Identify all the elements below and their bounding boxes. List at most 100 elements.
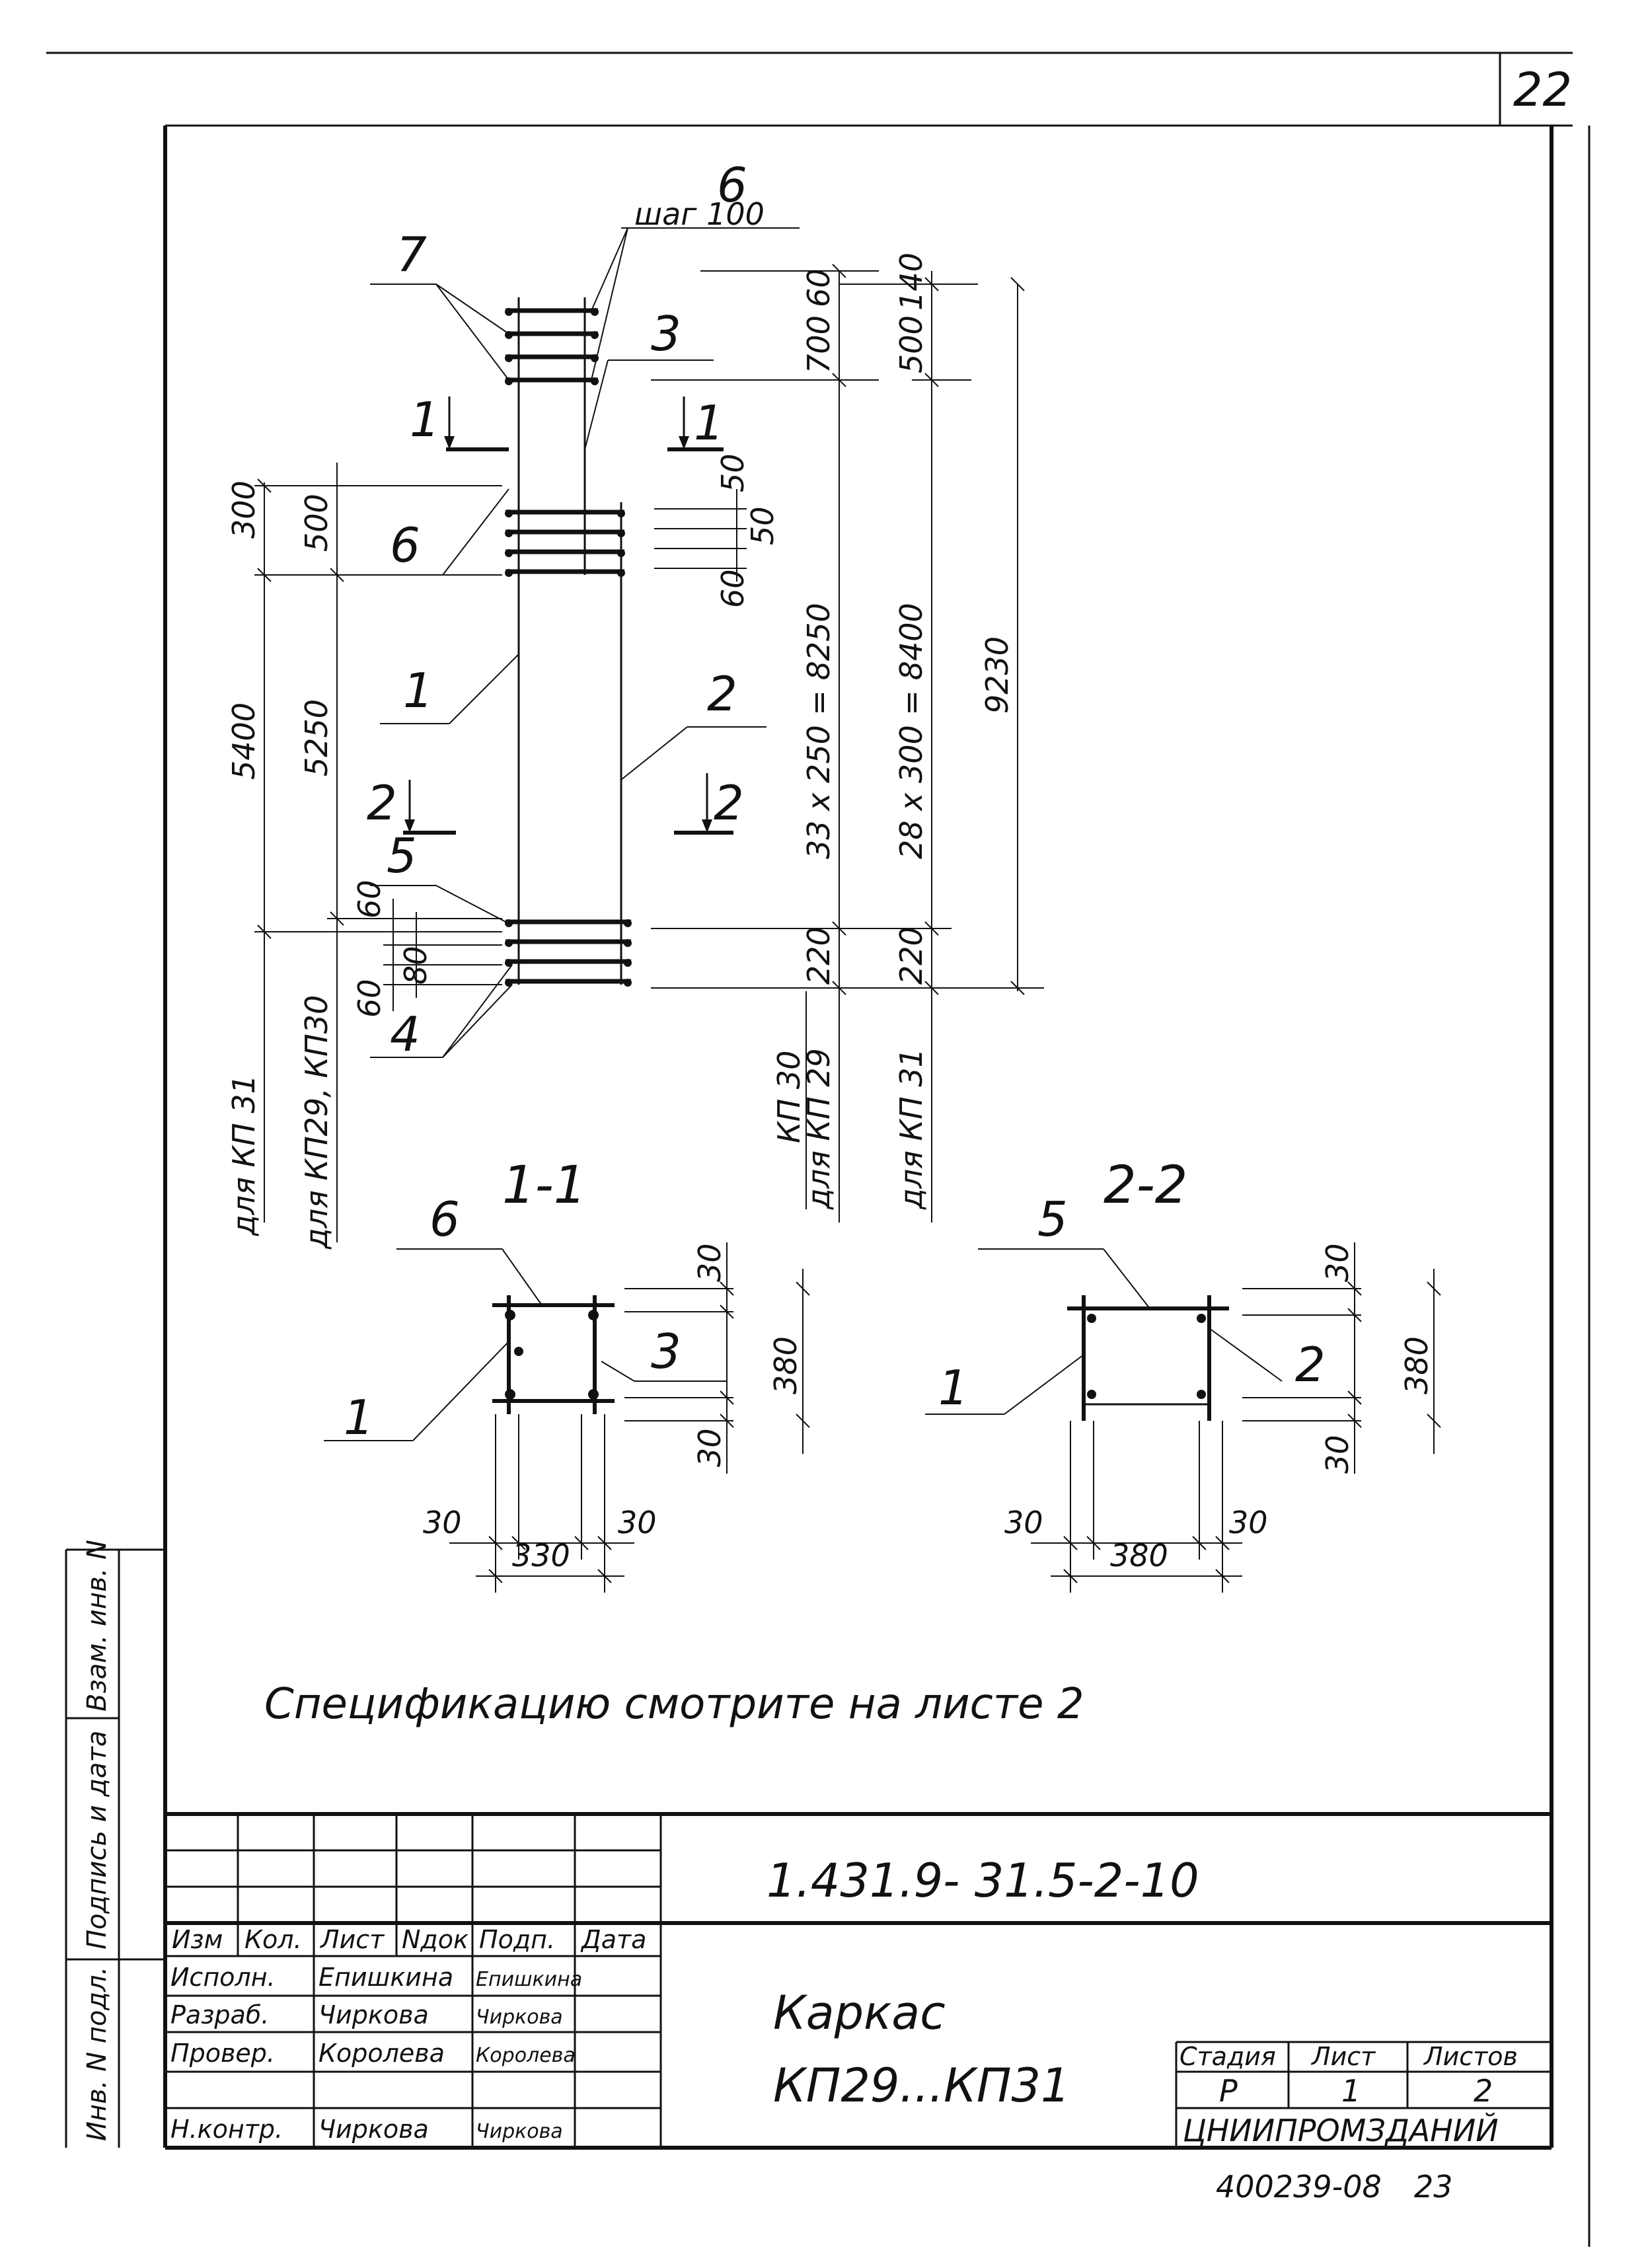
col-header-list: Лист	[319, 1925, 385, 1954]
section-1-1-d30-bot: 30	[692, 1428, 728, 1467]
callout-6-mid: 6	[390, 517, 420, 573]
sheet-number: 22	[1513, 63, 1572, 117]
section-2-2-d30-left: 30	[1004, 1505, 1043, 1540]
frame-elevation	[505, 297, 632, 987]
organization: ЦНИИПРОМЗДАНИЙ	[1183, 2113, 1499, 2148]
stage-value: Р	[1219, 2073, 1238, 2109]
dim-140: 140	[893, 252, 929, 311]
dim-60-c: 60	[715, 569, 751, 608]
title-line-2: КП29...КП31	[773, 2059, 1070, 2113]
section-2-2-pos1: 1	[938, 1360, 969, 1416]
section-2-2-d30-top: 30	[1320, 1243, 1355, 1282]
left-dimensions: 300 500 5400 5250 60 80 60 для КП 31 для…	[226, 463, 502, 1250]
section-1-1-pos6: 6	[430, 1191, 460, 1247]
section-2-2-d380h: 380	[1110, 1538, 1168, 1573]
section-1-left-mark: 1	[410, 392, 440, 447]
section-1-1-pos3: 3	[651, 1324, 681, 1379]
row-role-2: Провер.	[170, 2039, 275, 2068]
row-role-3: Н.контр.	[170, 2115, 283, 2144]
row-name-1: Чиркова	[318, 2000, 429, 2029]
section-1-1-d30-top: 30	[692, 1243, 728, 1282]
dim-220-b: 220	[893, 926, 929, 985]
stamp-podpis: Подпись и дата	[82, 1731, 112, 1949]
dim-60-b: 60	[352, 979, 387, 1018]
label-for-kp31-right: для КП 31	[893, 1048, 929, 1210]
row-name-2: Королева	[318, 2039, 445, 2068]
row-sign-2: Королева	[476, 2044, 576, 2067]
dim-60-d: 60	[801, 268, 837, 307]
col-header-kol: Кол.	[244, 1925, 302, 1954]
stage-label: Стадия	[1179, 2042, 1276, 2071]
section-1-1-title: 1-1	[502, 1156, 586, 1215]
col-header-data: Дата	[580, 1925, 646, 1954]
dim-9230: 9230	[979, 636, 1015, 714]
callout-3: 3	[651, 306, 681, 361]
step-label: шаг 100	[634, 196, 765, 232]
callout-1: 1	[403, 663, 433, 718]
dim-50-a: 50	[715, 453, 751, 492]
section-1-1-pos1: 1	[344, 1390, 374, 1445]
section-2-right-mark: 2	[714, 775, 744, 831]
stamp-vzam: Взам. инв. N	[82, 1540, 112, 1712]
col-header-podp: Подп.	[479, 1925, 555, 1954]
dim-5250: 5250	[299, 699, 334, 776]
row-name-0: Епишкина	[318, 1963, 453, 1992]
doc-code: 1.431.9- 31.5-2-10	[767, 1854, 1199, 1908]
title-line-1: Каркас	[773, 1986, 946, 2040]
callout-5: 5	[387, 828, 417, 884]
sheet-value: 1	[1341, 2073, 1361, 2109]
dim-50-b: 50	[745, 506, 780, 545]
dim-500-b: 500	[893, 315, 929, 373]
row-sign-0: Епишкина	[476, 1968, 582, 1991]
dim-220-a: 220	[801, 926, 837, 985]
row-sign-3: Чиркова	[476, 2120, 563, 2143]
sheets-value: 2	[1474, 2073, 1493, 2109]
dim-28x300: 28 x 300 = 8400	[893, 603, 929, 859]
footer-code: 400239-08	[1216, 2169, 1382, 2205]
sheet-label: Лист	[1310, 2042, 1376, 2071]
section-2-2-d30-right: 30	[1229, 1505, 1268, 1540]
section-2-2: 2-2 5 1 2 30 380 30	[925, 1156, 1441, 1593]
label-for-kp29-kp30: для КП29, КП30	[299, 995, 334, 1250]
section-1-1: 1-1 6 1 3 30 380 30	[324, 1156, 810, 1593]
dim-300: 300	[226, 480, 262, 539]
right-dimensions: 700 60 500 140 33 x 250 = 8250 28 x 300 …	[651, 252, 1044, 1223]
sheet-frame	[46, 52, 1590, 2247]
section-markers: 1 1 2 2	[367, 392, 744, 835]
label-kp30: КП 30	[771, 1051, 807, 1143]
callout-7: 7	[396, 227, 427, 282]
callout-4: 4	[390, 1006, 420, 1062]
callout-2: 2	[707, 666, 737, 722]
section-2-left-mark: 2	[367, 775, 397, 831]
section-1-1-d330: 330	[512, 1538, 570, 1573]
row-name-3: Чиркова	[318, 2115, 429, 2144]
dim-500: 500	[299, 494, 334, 552]
section-2-2-pos2: 2	[1295, 1337, 1326, 1392]
label-for-kp31-left: для КП 31	[226, 1075, 262, 1236]
section-2-2-pos5: 5	[1037, 1191, 1068, 1247]
col-header-izm: Изм	[172, 1925, 223, 1954]
section-2-2-d30-bot: 30	[1320, 1435, 1355, 1474]
dim-700: 700	[801, 315, 837, 373]
side-stamp: Взам. инв. N Подпись и дата Инв. N подл.	[65, 1540, 165, 2148]
footer-page: 23	[1414, 2169, 1453, 2205]
row-role-0: Исполн.	[170, 1963, 276, 1992]
section-2-2-title: 2-2	[1104, 1156, 1187, 1215]
title-block: 1.431.9- 31.5-2-10 Изм Кол. Лист Nдок По…	[165, 1812, 1552, 2148]
section-2-2-d380v: 380	[1399, 1336, 1435, 1394]
stamp-inv-podl: Инв. N подл.	[82, 1967, 112, 2141]
callout-6-top: 6	[717, 157, 747, 213]
col-header-ndok: Nдок	[402, 1925, 468, 1954]
section-1-right-mark: 1	[694, 395, 724, 451]
section-1-1-d30-right: 30	[618, 1505, 657, 1540]
specification-note: Спецификацию смотрите на листе 2	[264, 1680, 1084, 1729]
sheets-label: Листов	[1423, 2042, 1518, 2071]
dim-60-a: 60	[352, 880, 387, 919]
row-sign-1: Чиркова	[476, 2006, 563, 2029]
dim-5400: 5400	[226, 702, 262, 780]
callouts: 7 6 шаг 100 3 6 1 2 5 4	[370, 157, 800, 1062]
dim-33x250: 33 x 250 = 8250	[801, 603, 837, 859]
row-role-1: Разраб.	[170, 2000, 269, 2029]
section-1-1-d380: 380	[768, 1336, 804, 1394]
